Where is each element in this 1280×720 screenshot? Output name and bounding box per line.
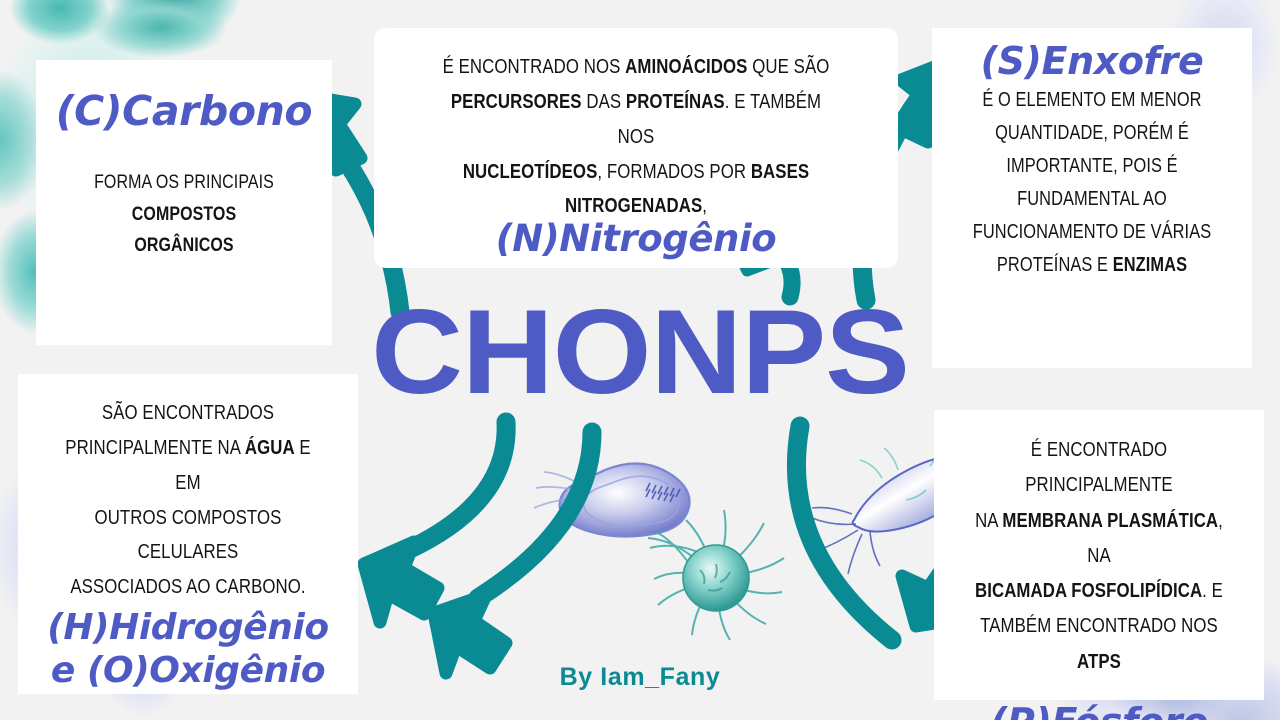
element-label-oxigenio: e (O)Oxigênio xyxy=(50,649,326,691)
bacterium-purple-bean-icon xyxy=(533,462,691,538)
element-label-carbono: (C)Carbono xyxy=(55,87,313,135)
author-byline: By Iam_Fany xyxy=(559,663,721,691)
element-label-fosforo: (P)Fósforo xyxy=(946,703,1252,720)
microbe-teal-spiky-icon xyxy=(647,509,785,641)
element-label-enxofre: (S)Enxofre xyxy=(980,39,1204,83)
element-label-hidrogenio: (H)Hidrogênio xyxy=(47,607,329,649)
page-title: CHONPS xyxy=(371,285,910,419)
element-label-nitrogenio: (N)Nitrogênio xyxy=(495,217,777,261)
